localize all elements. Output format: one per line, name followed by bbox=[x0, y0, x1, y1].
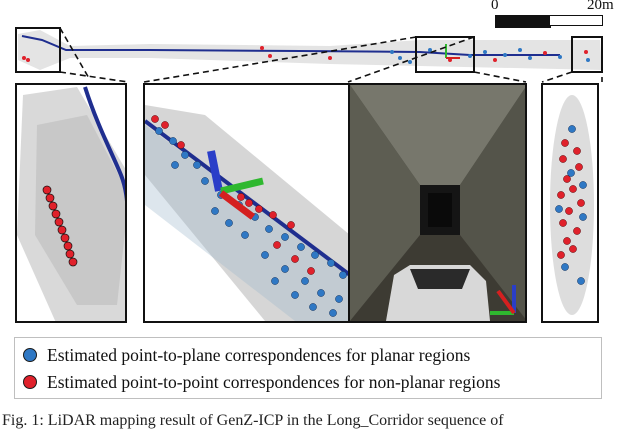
figure-caption: Fig. 1: LiDAR mapping result of GenZ-ICP… bbox=[2, 412, 504, 429]
zoom-box-right bbox=[571, 36, 603, 73]
zoom-box-middle bbox=[415, 36, 475, 73]
legend-item-planar: Estimated point-to-plane correspondences… bbox=[23, 344, 470, 366]
zoom-panel-middle bbox=[143, 83, 527, 323]
camera-image bbox=[350, 85, 525, 321]
right-panel-nonplanar-points bbox=[557, 139, 585, 259]
overview-map bbox=[15, 27, 603, 83]
scale-bar-end-label: 20m bbox=[587, 0, 614, 13]
overview-correspondences bbox=[22, 46, 590, 64]
camera-axis-frame bbox=[490, 285, 516, 315]
left-panel-nonplanar-points bbox=[42, 185, 78, 267]
zoom-box-left bbox=[15, 27, 61, 73]
scale-bar-white-segment bbox=[549, 15, 603, 26]
right-panel-planar-points bbox=[555, 125, 587, 285]
middle-axis-frame bbox=[207, 150, 264, 220]
zoom-panel-right bbox=[541, 83, 599, 323]
panel-divider bbox=[348, 85, 350, 321]
middle-point-cloud-view bbox=[145, 105, 350, 321]
corridor-point-cloud bbox=[18, 30, 602, 70]
legend-nonplanar-label: Estimated point-to-point correspondences… bbox=[47, 371, 501, 392]
legend-item-nonplanar: Estimated point-to-point correspondences… bbox=[23, 371, 500, 393]
scale-bar-start-label: 0 bbox=[491, 0, 499, 13]
legend-planar-label: Estimated point-to-plane correspondences… bbox=[47, 344, 471, 365]
overview-trajectory bbox=[21, 35, 560, 56]
middle-planar-points bbox=[155, 127, 347, 317]
zoom-connectors bbox=[59, 27, 603, 83]
nonplanar-dot-icon bbox=[23, 375, 37, 389]
zoom-panel-left bbox=[15, 83, 127, 323]
middle-nonplanar-points bbox=[151, 115, 315, 275]
legend: Estimated point-to-plane correspondences… bbox=[14, 337, 602, 399]
planar-dot-icon bbox=[23, 348, 37, 362]
